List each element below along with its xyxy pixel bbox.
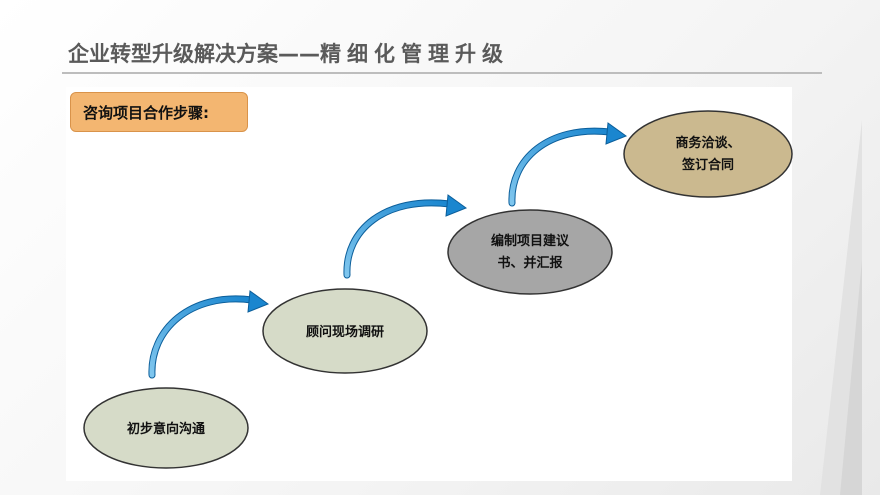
step-3-ellipse — [447, 209, 613, 295]
title-divider — [62, 72, 822, 74]
steps-label-text: 咨询项目合作步骤: — [83, 103, 209, 122]
arrow-1-icon — [148, 290, 270, 379]
step-1-label: 初步意向沟通 — [127, 421, 205, 437]
step-4-label-line2: 签订合同 — [681, 157, 734, 173]
step-4: 商务洽谈、 签订合同 — [623, 110, 793, 198]
page-title-main: 企业转型升级解决方案—— — [68, 42, 320, 66]
step-1: 初步意向沟通 — [83, 387, 249, 469]
step-3-label-line2: 书、并汇报 — [497, 255, 563, 271]
step-3-label-line1: 编制项目建议 — [491, 233, 570, 249]
step-4-ellipse — [623, 110, 793, 198]
step-3: 编制项目建议 书、并汇报 — [447, 209, 613, 295]
step-1-ellipse — [83, 387, 249, 469]
step-4-label-line1: 商务洽谈、 — [675, 135, 740, 151]
corner-decoration — [820, 120, 862, 495]
step-2-label: 顾问现场调研 — [306, 324, 384, 340]
steps-label: 咨询项目合作步骤: — [70, 92, 248, 132]
arrow-2-icon — [343, 194, 468, 279]
arrow-3-icon — [508, 122, 628, 207]
step-2: 顾问现场调研 — [262, 288, 428, 374]
step-2-ellipse — [262, 288, 428, 374]
page-title: 企业转型升级解决方案——精细化管理升级 — [68, 38, 509, 68]
page-title-sub: 精细化管理升级 — [320, 42, 509, 66]
